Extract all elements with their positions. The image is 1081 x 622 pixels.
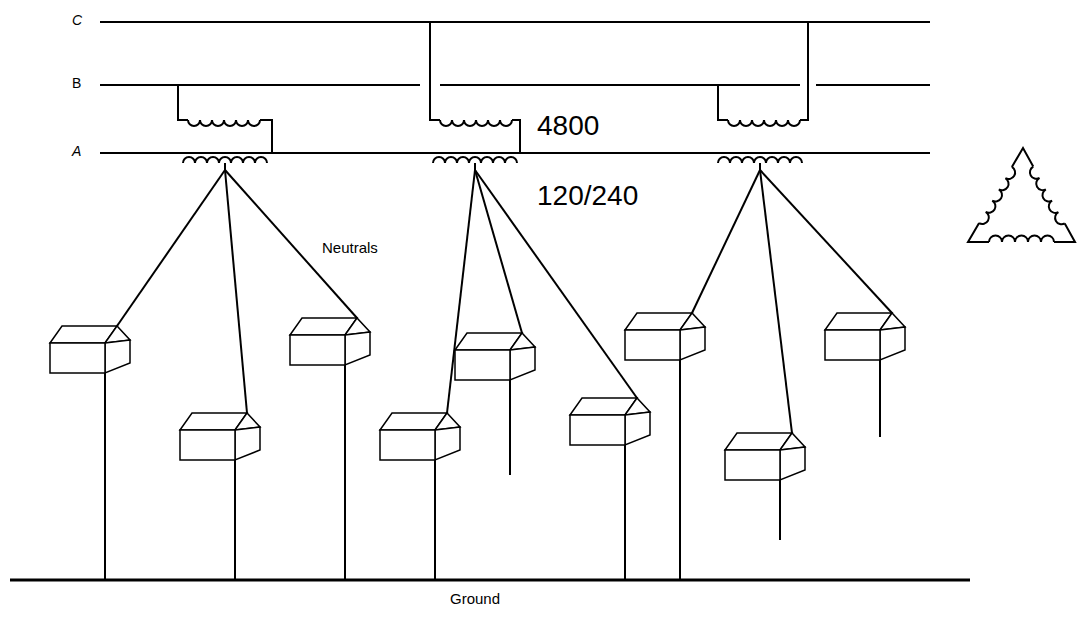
primary-leads	[178, 22, 808, 153]
label-text: B	[70, 76, 83, 91]
label-text: 120/240	[535, 181, 640, 212]
label-text: 4800	[535, 111, 601, 142]
label-text: A	[70, 144, 83, 159]
delta-coil	[989, 236, 1054, 245]
coil-winding	[440, 120, 512, 126]
delta-coil	[977, 166, 1017, 226]
coil-winding	[188, 120, 260, 126]
ground-rods	[105, 360, 880, 580]
houses	[50, 313, 905, 480]
ground-bus	[10, 579, 970, 582]
delta-coil	[1028, 166, 1067, 227]
label-text: Neutrals	[320, 240, 380, 257]
coil-winding	[728, 120, 800, 126]
label-text: Ground	[448, 591, 502, 608]
label-text: C	[70, 13, 84, 28]
delta-symbol	[968, 148, 1075, 242]
coil-winding	[183, 157, 267, 163]
coil-winding	[718, 157, 802, 163]
neutral-wires	[117, 163, 892, 433]
coil-winding	[433, 157, 517, 163]
phase-lines	[100, 22, 930, 153]
transformer-coils	[183, 120, 1066, 244]
